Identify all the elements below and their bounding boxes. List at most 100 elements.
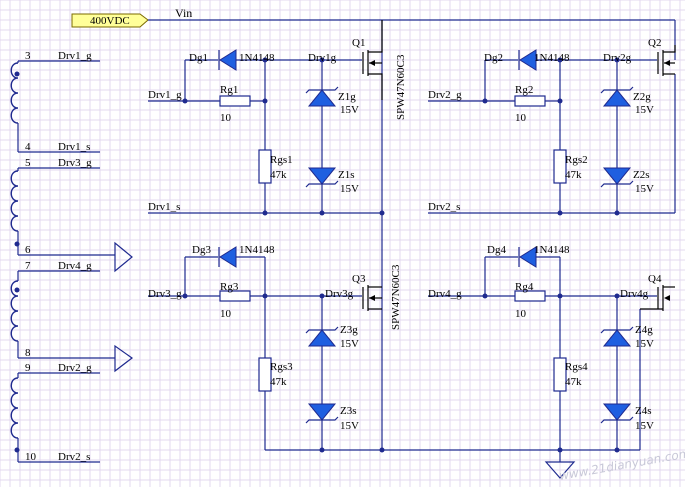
z1s-ref: Z1s <box>338 169 355 181</box>
rg2-value: 10 <box>515 112 527 124</box>
junction-dot <box>614 210 620 216</box>
zener-z3g <box>307 329 337 347</box>
rg1-value: 10 <box>220 112 232 124</box>
z3g-ref: Z3g <box>340 324 358 336</box>
zener-z3s <box>307 403 337 421</box>
z2g-ref: Z2g <box>633 91 651 103</box>
z3s-ref: Z3s <box>340 405 357 417</box>
z3g-value: 15V <box>340 338 359 350</box>
zener-z1s-bar <box>305 180 339 188</box>
junction-dot <box>262 57 268 63</box>
z4g-value: 15V <box>635 338 654 350</box>
pin-number: 8 <box>25 347 31 359</box>
pin-number: 3 <box>25 50 31 62</box>
zener-z4g-bar <box>600 326 634 334</box>
gate-drive-transformer: 3 4 5 6 7 8 9 10 Drv1_g Drv1_s Drv3_g Dr… <box>10 50 134 463</box>
pin-number: 5 <box>25 157 31 169</box>
junction-dot <box>482 98 488 104</box>
dg2-ref: Dg2 <box>484 52 503 64</box>
gate-drive-cell-1: Dg1 1N4148 Drv1_g Rg1 10 Rgs1 47k Drv1g … <box>148 20 407 216</box>
resistor-rg2 <box>514 95 546 107</box>
mosfet-q1-source <box>368 73 383 100</box>
pin-number: 10 <box>25 451 37 463</box>
junction-dot <box>319 293 325 299</box>
pin-number: 6 <box>25 244 31 256</box>
z4s-value: 15V <box>635 420 654 432</box>
transformer-winding-2 <box>10 170 19 232</box>
mosfet-q2-drain <box>663 45 676 53</box>
zener-z3s-bar <box>305 416 339 424</box>
z2s-ref: Z2s <box>633 169 650 181</box>
polarity-dot <box>14 71 20 77</box>
dg4-part: 1N4148 <box>534 244 570 256</box>
dg3-part: 1N4148 <box>239 244 275 256</box>
pin-number: 7 <box>25 260 31 272</box>
junction-dot <box>262 210 268 216</box>
mosfet-q4-arrow <box>664 295 670 301</box>
net-label: Drv1_g <box>58 50 92 62</box>
rgs3-value: 47k <box>270 376 287 388</box>
dg4-ref: Dg4 <box>487 244 506 256</box>
pin-number: 4 <box>25 141 31 153</box>
q1-ref: Q1 <box>352 37 365 49</box>
junction-dot <box>262 293 268 299</box>
rgs4-ref: Rgs4 <box>565 361 588 373</box>
rgs3-ref: Rgs3 <box>270 361 293 373</box>
net-label: Drv4_g <box>58 260 92 272</box>
drv1g-net: Drv1g <box>308 52 337 64</box>
drv4-g-net: Drv4_g <box>428 288 462 300</box>
dg3-ref: Dg3 <box>192 244 211 256</box>
drv3-g-net: Drv3_g <box>148 288 182 300</box>
diode-dg1 <box>219 49 237 71</box>
zener-z1g <box>307 89 337 107</box>
junction-dot <box>262 98 268 104</box>
dg2-part: 1N4148 <box>534 52 570 64</box>
rg3-ref: Rg3 <box>220 281 239 293</box>
dg1-part: 1N4148 <box>239 52 275 64</box>
q1-part: SPW47N60C3 <box>395 54 407 120</box>
junction-dot <box>482 293 488 299</box>
junction-dot <box>182 293 188 299</box>
z2s-value: 15V <box>635 183 654 195</box>
supply-port <box>71 13 149 28</box>
rg1-ref: Rg1 <box>220 84 238 96</box>
junction-dot <box>614 57 620 63</box>
zener-z4s <box>602 403 632 421</box>
junction-dot <box>557 98 563 104</box>
net-label: Drv2_s <box>58 451 90 463</box>
zener-z3g-bar <box>305 326 339 334</box>
zener-z2g <box>602 89 632 107</box>
polarity-dot <box>14 287 20 293</box>
polarity-dot <box>14 447 20 453</box>
zener-z4s-bar <box>600 416 634 424</box>
z1g-ref: Z1g <box>338 91 356 103</box>
q3-part: SPW47N60C3 <box>390 264 402 330</box>
junction-dot <box>319 57 325 63</box>
junction-dot <box>557 210 563 216</box>
watermark: www.21dianyuan.com <box>558 446 685 483</box>
gate-drive-cell-2: Dg2 1N4148 Drv2_g Rg2 10 Rgs2 47k Drv2g … <box>428 37 676 216</box>
z1g-value: 15V <box>340 104 359 116</box>
zener-z2g-bar <box>600 86 634 94</box>
gate-drive-cell-4: Dg4 1N4148 Drv4_g Rg4 10 Rgs4 47k Drv4g … <box>428 244 675 453</box>
junction-dot <box>557 293 563 299</box>
net-label: Drv3_g <box>58 157 92 169</box>
drv2-s-net: Drv2_s <box>428 201 460 213</box>
junction-dot <box>614 447 620 453</box>
junction-dot <box>379 447 385 453</box>
zener-z1s <box>307 167 337 185</box>
transformer-winding-3 <box>10 280 19 342</box>
vin-net-label: Vin <box>175 6 192 20</box>
z2g-value: 15V <box>635 104 654 116</box>
supply-port-label: 400VDC <box>90 15 130 27</box>
z1s-value: 15V <box>340 183 359 195</box>
zener-z4g <box>602 329 632 347</box>
z3s-value: 15V <box>340 420 359 432</box>
rg4-ref: Rg4 <box>515 281 534 293</box>
rgs1-ref: Rgs1 <box>270 154 293 166</box>
net-arrow-connector <box>114 241 133 273</box>
rgs4-value: 47k <box>565 376 582 388</box>
net-label: Drv1_s <box>58 141 90 153</box>
